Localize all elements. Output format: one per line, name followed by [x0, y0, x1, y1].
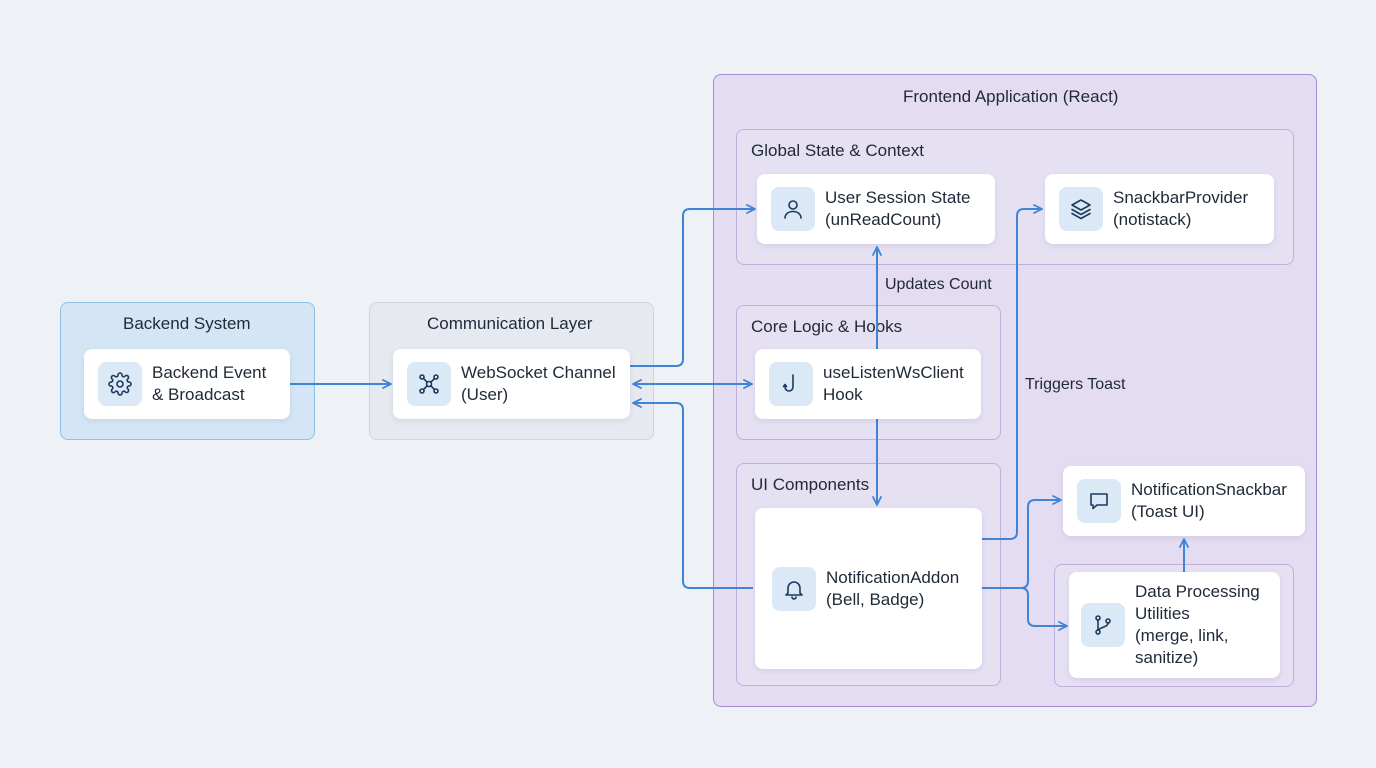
- websocket-channel-label: WebSocket Channel (User): [461, 362, 616, 406]
- ui-components-title: UI Components: [751, 475, 870, 494]
- websocket-channel-line1: WebSocket Channel: [461, 363, 616, 382]
- data-processing-utilities-node[interactable]: Data Processing Utilities (merge, link, …: [1069, 572, 1280, 678]
- network-icon: [407, 362, 451, 406]
- notification-addon-node[interactable]: NotificationAddon (Bell, Badge): [755, 508, 982, 669]
- notification-addon-label: NotificationAddon (Bell, Badge): [826, 567, 959, 611]
- data-processing-line2: Utilities: [1135, 604, 1190, 623]
- data-processing-line4: sanitize): [1135, 648, 1199, 667]
- notification-snackbar-label: NotificationSnackbar (Toast UI): [1131, 479, 1287, 523]
- user-session-state-label: User Session State (unReadCount): [825, 187, 971, 231]
- user-session-state-node[interactable]: User Session State (unReadCount): [757, 174, 995, 244]
- branch-icon: [1081, 603, 1125, 647]
- data-processing-utilities-label: Data Processing Utilities (merge, link, …: [1135, 581, 1260, 669]
- backend-event-node[interactable]: Backend Event & Broadcast: [84, 349, 290, 419]
- message-icon: [1077, 479, 1121, 523]
- user-session-state-line2: (unReadCount): [825, 210, 942, 229]
- frontend-application-title: Frontend Application (React): [903, 87, 1119, 106]
- websocket-channel-node[interactable]: WebSocket Channel (User): [393, 349, 630, 419]
- data-processing-line1: Data Processing: [1135, 582, 1260, 601]
- bell-icon: [772, 566, 816, 611]
- backend-event-line1: Backend Event: [152, 363, 267, 382]
- websocket-channel-line2: (User): [461, 385, 509, 404]
- use-listen-ws-client-line1: useListenWsClient: [823, 363, 964, 382]
- user-session-state-line1: User Session State: [825, 188, 971, 207]
- user-icon: [771, 187, 815, 231]
- use-listen-ws-client-line2: Hook: [823, 385, 863, 404]
- notification-snackbar-node[interactable]: NotificationSnackbar (Toast UI): [1063, 466, 1305, 536]
- layers-icon: [1059, 187, 1103, 231]
- backend-system-title: Backend System: [123, 314, 251, 333]
- global-state-title: Global State & Context: [751, 141, 924, 160]
- use-listen-ws-client-node[interactable]: useListenWsClient Hook: [755, 349, 981, 419]
- gear-icon: [98, 362, 142, 406]
- use-listen-ws-client-label: useListenWsClient Hook: [823, 362, 964, 406]
- backend-event-line2: & Broadcast: [152, 385, 245, 404]
- triggers-toast-label: Triggers Toast: [1025, 376, 1126, 393]
- snackbar-provider-line1: SnackbarProvider: [1113, 188, 1249, 207]
- snackbar-provider-line2: (notistack): [1113, 210, 1192, 229]
- core-logic-title: Core Logic & Hooks: [751, 317, 903, 336]
- communication-layer-title: Communication Layer: [427, 314, 593, 333]
- data-processing-line3: (merge, link,: [1135, 626, 1229, 645]
- notification-addon-line1: NotificationAddon: [826, 567, 960, 587]
- notification-snackbar-line2: (Toast UI): [1131, 502, 1205, 521]
- notification-snackbar-line1: NotificationSnackbar: [1131, 480, 1287, 499]
- snackbar-provider-label: SnackbarProvider (notistack): [1113, 187, 1248, 231]
- notification-addon-line2: (Bell, Badge): [826, 589, 925, 609]
- hook-icon: [769, 362, 813, 406]
- updates-count-label: Updates Count: [885, 276, 992, 293]
- snackbar-provider-node[interactable]: SnackbarProvider (notistack): [1045, 174, 1274, 244]
- backend-event-label: Backend Event & Broadcast: [152, 362, 266, 406]
